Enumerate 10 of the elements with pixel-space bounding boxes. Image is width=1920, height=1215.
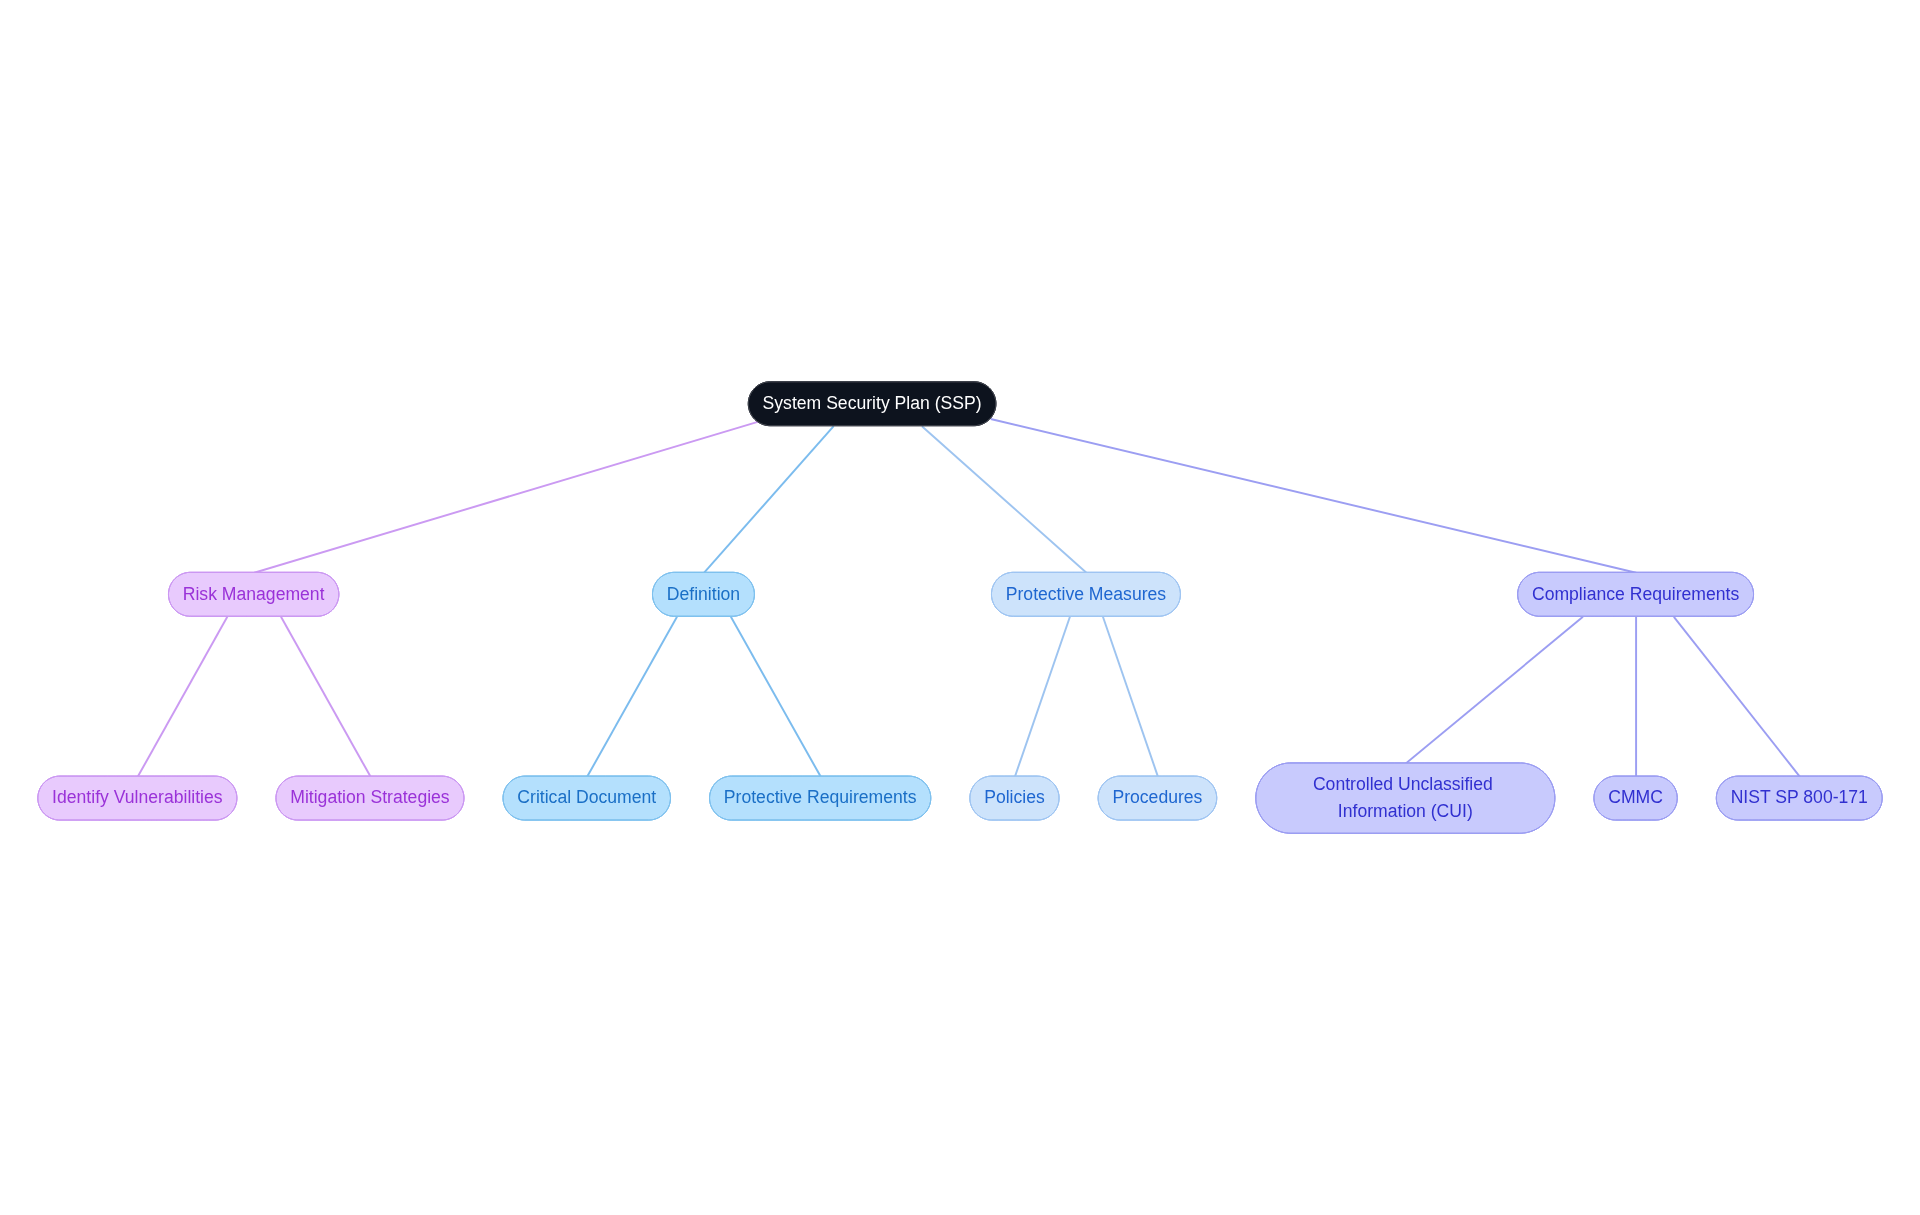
connector [920, 425, 1088, 574]
connector [729, 615, 822, 778]
connector [1013, 615, 1071, 778]
connector [280, 615, 372, 778]
connector [1635, 615, 1638, 778]
connector [586, 615, 678, 778]
connector [1101, 615, 1159, 778]
connector [702, 425, 835, 574]
connector [1672, 615, 1801, 778]
connector [136, 615, 229, 778]
